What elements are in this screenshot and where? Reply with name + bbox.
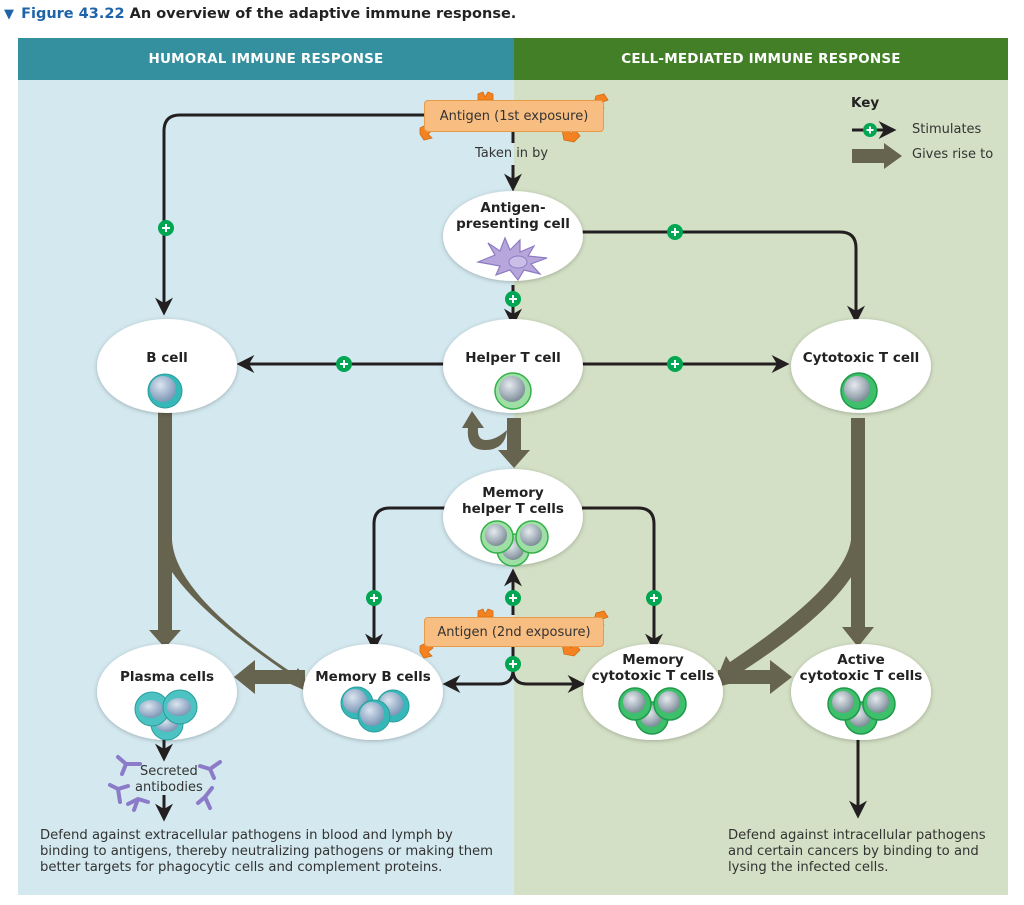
plasma-cells-icon — [134, 689, 198, 741]
memory-cytotoxic-t-cells-icon — [618, 687, 687, 735]
plus-badge-icon — [667, 356, 683, 372]
plasma-node — [97, 644, 237, 740]
figure-caption: An overview of the adaptive immune respo… — [129, 6, 517, 22]
apc-to-cytotoxic-line — [580, 230, 865, 324]
plus-badge-icon — [158, 220, 174, 236]
cytotoxic-t-cell-icon — [840, 372, 878, 410]
cell-mediated-header: CELL-MEDIATED IMMUNE RESPONSE — [514, 38, 1008, 80]
memcyto-to-active-arrow — [718, 660, 792, 694]
antibody-icon — [108, 783, 130, 804]
plus-badge-icon — [505, 656, 521, 672]
memory-cytotoxic-t-label: Memory cytotoxic T cells — [591, 652, 715, 684]
figure-number: Figure 43.22 — [21, 6, 125, 22]
plus-badge-icon — [505, 590, 521, 606]
bcell-node — [97, 319, 237, 413]
helper-selfrenew-arrow — [498, 418, 530, 468]
taken-in-by-label: Taken in by — [475, 146, 549, 161]
key-gives-rise-symbol — [852, 143, 902, 169]
key-stimulate-symbol — [852, 121, 897, 139]
chevron-down-icon[interactable]: ▼ — [4, 7, 14, 22]
plus-badge-icon — [667, 224, 683, 240]
secreted-antibodies-label: Secreted antibodies — [135, 764, 203, 795]
key-title: Key — [851, 95, 880, 111]
plus-badge-icon — [646, 590, 662, 606]
activecyto-node — [791, 644, 931, 740]
antigen-second-exposure: Antigen (2nd exposure) — [424, 617, 604, 647]
cell-mediated-panel — [514, 80, 1008, 895]
memb-node — [303, 644, 443, 740]
b-cell-icon — [147, 373, 183, 409]
cytotoxict-node — [791, 319, 931, 413]
helper-t-cell-label: Helper T cell — [465, 350, 561, 366]
memory-b-cells-icon — [340, 686, 410, 733]
active-cytotoxic-t-cells-icon — [827, 687, 896, 735]
cytotoxic-t-cell-label: Cytotoxic T cell — [802, 350, 920, 366]
antigen-first-exposure: Antigen (1st exposure) — [424, 100, 604, 132]
humoral-panel — [18, 80, 514, 895]
memhelper-to-memcyto-line — [582, 506, 663, 652]
humoral-header: HUMORAL IMMUNE RESPONSE — [18, 38, 514, 80]
key-gives-rise-label: Gives rise to — [912, 147, 994, 162]
figure-title: ▼ Figure 43.22 An overview of the adapti… — [4, 6, 516, 22]
memory-helper-t-cells-icon — [480, 520, 549, 567]
memhelper-to-memb-line — [365, 506, 446, 652]
stimulate-badges — [158, 220, 683, 672]
cell-mediated-outcome-text: Defend against intracellular pathogens a… — [728, 828, 986, 875]
b-cell-label: B cell — [146, 350, 188, 366]
helper-loop-arrow — [462, 411, 507, 450]
active-cytotoxic-t-label: Active cytotoxic T cells — [799, 652, 923, 684]
key-stimulates-label: Stimulates — [912, 122, 982, 137]
helpert-node — [443, 319, 583, 413]
antibody-icon — [198, 760, 222, 780]
antibody-icon — [116, 755, 142, 776]
apc-node — [443, 191, 583, 281]
humoral-outcome-text: Defend against extracellular pathogens i… — [40, 828, 494, 875]
memory-b-cells-label: Memory B cells — [315, 669, 431, 685]
memory-helper-t-label: Memory helper T cells — [462, 485, 564, 517]
memoryb-to-plasma-arrow — [234, 660, 305, 694]
antigen-marker-icon — [477, 608, 494, 618]
antibody-icon — [196, 786, 214, 810]
helper-t-cell-icon — [494, 372, 532, 410]
plus-badge-icon — [336, 356, 352, 372]
cytotoxic-to-memcyto-arrow — [713, 540, 865, 688]
antigen-to-bcell-line — [155, 113, 424, 316]
antibody-icon — [126, 796, 150, 812]
plasma-cells-label: Plasma cells — [120, 669, 214, 685]
plus-badge-icon — [505, 291, 521, 307]
apc-label: Antigen- presenting cell — [456, 200, 570, 232]
antigen-marker-icon — [477, 91, 494, 101]
memcyto-node — [583, 644, 723, 740]
antigen2-to-memb-line — [442, 669, 515, 693]
bcell-to-plasma-arrow — [149, 412, 181, 648]
plus-badge-icon — [366, 590, 382, 606]
cytotoxic-to-active-arrow — [842, 418, 874, 647]
antibody-icons — [108, 755, 222, 812]
antigen2-to-memcyto-line — [511, 669, 586, 693]
